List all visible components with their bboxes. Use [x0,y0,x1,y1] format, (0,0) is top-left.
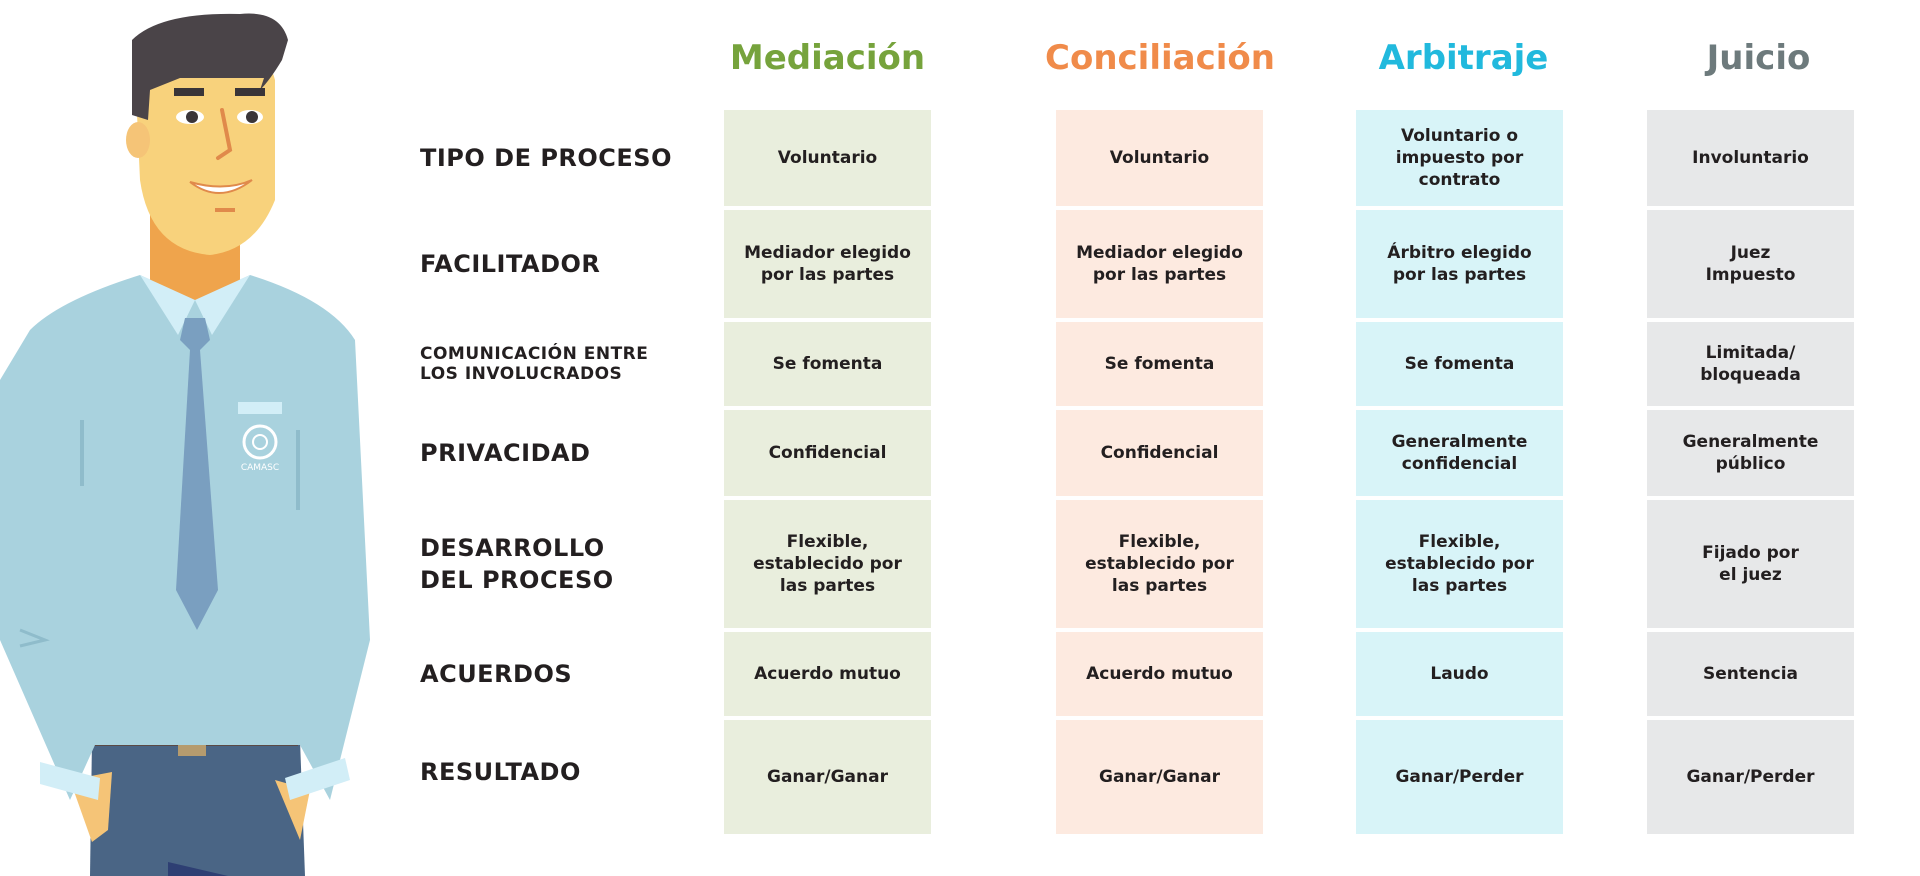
cell-conciliacion-acuerdos: Acuerdo mutuo [1056,632,1263,716]
cell-juicio-desarrollo: Fijado por el juez [1647,500,1854,628]
column-header-conciliacion: Conciliación [1045,38,1275,78]
cell-juicio-acuerdos: Sentencia [1647,632,1854,716]
cell-arbitraje-desarrollo: Flexible, establecido por las partes [1356,500,1563,628]
row-label-facilitador: FACILITADOR [420,250,601,278]
cell-arbitraje-comunicacion: Se fomenta [1356,322,1563,406]
cell-mediacion-resultado: Ganar/Ganar [724,720,931,834]
cell-juicio-tipo: Involuntario [1647,110,1854,206]
cell-mediacion-privacidad: Confidencial [724,410,931,496]
cell-mediacion-comunicacion: Se fomenta [724,322,931,406]
column-header-juicio: Juicio [1706,38,1811,78]
cell-conciliacion-resultado: Ganar/Ganar [1056,720,1263,834]
column-header-mediacion: Mediación [729,38,926,78]
cell-arbitraje-privacidad: Generalmente confidencial [1356,410,1563,496]
cell-conciliacion-facilitador: Mediador elegido por las partes [1056,210,1263,318]
cell-juicio-comunicacion: Limitada/ bloqueada [1647,322,1854,406]
cell-juicio-facilitador: Juez Impuesto [1647,210,1854,318]
row-label-comunicacion: COMUNICACIÓN ENTRE LOS INVOLUCRADOS [420,344,649,384]
row-label-privacidad: PRIVACIDAD [420,439,591,467]
cell-arbitraje-resultado: Ganar/Perder [1356,720,1563,834]
cell-juicio-resultado: Ganar/Perder [1647,720,1854,834]
cell-arbitraje-tipo: Voluntario o impuesto por contrato [1356,110,1563,206]
cell-mediacion-facilitador: Mediador elegido por las partes [724,210,931,318]
cell-conciliacion-comunicacion: Se fomenta [1056,322,1263,406]
man-illustration: CAMASC [0,13,370,876]
cell-arbitraje-acuerdos: Laudo [1356,632,1563,716]
cell-mediacion-acuerdos: Acuerdo mutuo [724,632,931,716]
logo-badge-text: CAMASC [241,463,279,473]
column-header-arbitraje: Arbitraje [1378,38,1549,78]
row-label-acuerdos: ACUERDOS [420,660,573,688]
cell-juicio-privacidad: Generalmente público [1647,410,1854,496]
row-label-resultado: RESULTADO [420,758,581,786]
cell-conciliacion-tipo: Voluntario [1056,110,1263,206]
cell-mediacion-desarrollo: Flexible, establecido por las partes [724,500,931,628]
cell-conciliacion-desarrollo: Flexible, establecido por las partes [1056,500,1263,628]
row-label-desarrollo-del-proceso: DESARROLLO DEL PROCESO [420,534,614,594]
row-label-tipo-de-proceso: TIPO DE PROCESO [420,144,672,172]
cell-conciliacion-privacidad: Confidencial [1056,410,1263,496]
cell-mediacion-tipo: Voluntario [724,110,931,206]
cell-arbitraje-facilitador: Árbitro elegido por las partes [1356,210,1563,318]
